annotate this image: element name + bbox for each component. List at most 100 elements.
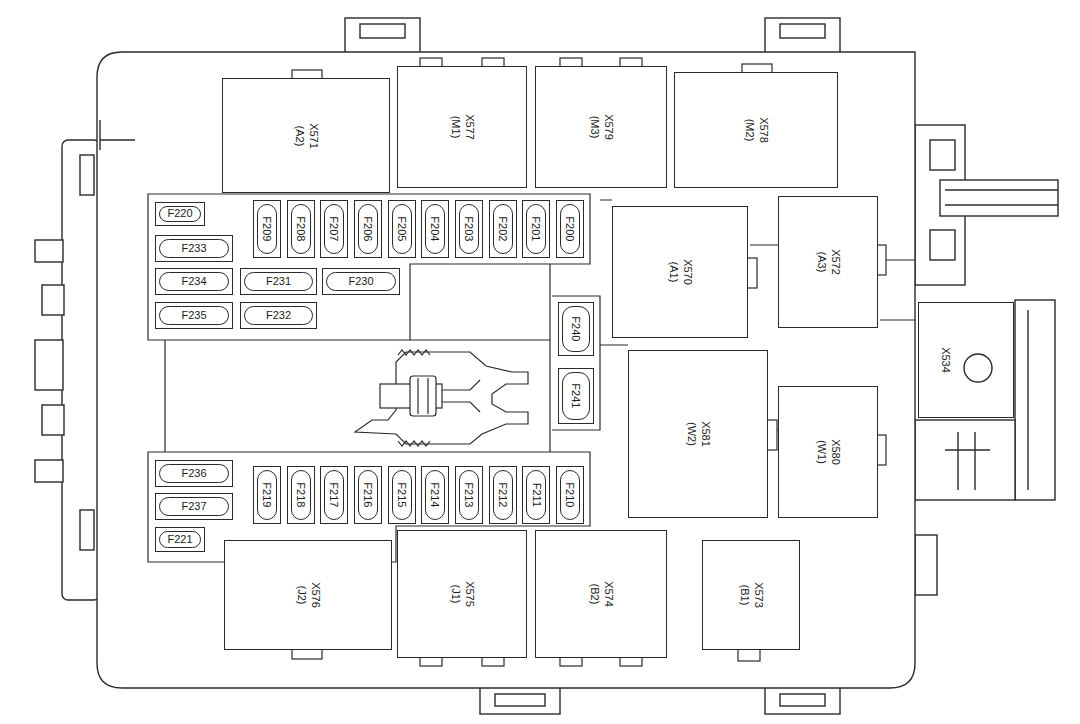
fuse-body: F231 bbox=[244, 272, 313, 291]
fuse-body: F241 bbox=[562, 372, 590, 420]
left-pin bbox=[35, 240, 63, 262]
fuse-body: F206 bbox=[358, 204, 378, 254]
connector-socket: X576 (J2) bbox=[224, 540, 392, 650]
right-connector-plug bbox=[940, 180, 1058, 216]
fuse-slot: F241 bbox=[558, 368, 594, 424]
fuse-slot: F232 bbox=[240, 302, 317, 329]
fuse-label: F211 bbox=[529, 483, 543, 507]
connector-socket: X571 (A2) bbox=[222, 78, 390, 193]
fuse-label: F232 bbox=[266, 309, 291, 323]
fuse-body: F230 bbox=[326, 272, 396, 291]
top-tab bbox=[765, 18, 840, 54]
fuse-slot: F205 bbox=[388, 200, 416, 258]
plug-line bbox=[945, 189, 1058, 190]
fuse-slot: F220 bbox=[155, 202, 205, 226]
connector-latch bbox=[877, 435, 886, 465]
connector-socket: X570 (A1) bbox=[612, 206, 748, 338]
fuse-label: F209 bbox=[260, 216, 274, 241]
connector-label: X581 (W2) bbox=[684, 415, 712, 453]
connector-socket: X574 (B2) bbox=[535, 530, 667, 658]
fuse-slot: F235 bbox=[155, 302, 233, 329]
fuse-body: F220 bbox=[159, 206, 201, 222]
fuse-slot: F207 bbox=[320, 200, 348, 258]
fuse-body: F236 bbox=[159, 464, 229, 483]
connector-socket: X578 (M2) bbox=[674, 72, 838, 188]
housing-body bbox=[97, 52, 915, 688]
left-pin bbox=[42, 405, 64, 435]
fuse-slot: F216 bbox=[354, 466, 382, 524]
fuse-body: F211 bbox=[526, 470, 546, 520]
fuse-slot: F211 bbox=[522, 466, 550, 524]
fuse-body: F219 bbox=[257, 470, 277, 520]
fuse-slot: F219 bbox=[253, 466, 281, 524]
fuse-label: F207 bbox=[327, 216, 341, 241]
fuse-slot: F231 bbox=[240, 268, 317, 295]
fuse-label: F206 bbox=[361, 216, 375, 241]
bottom-tab-slot bbox=[495, 694, 545, 706]
connector-socket: X572 (A3) bbox=[778, 196, 878, 328]
fuse-body: F216 bbox=[358, 470, 378, 520]
fuse-slot: F204 bbox=[421, 200, 449, 258]
fuse-body: F221 bbox=[159, 531, 201, 548]
fuse-label: F218 bbox=[294, 482, 308, 507]
fuse-slot: F210 bbox=[556, 466, 584, 524]
left-clip bbox=[80, 155, 94, 195]
fuse-slot: F213 bbox=[455, 466, 483, 524]
latch-line bbox=[427, 378, 428, 414]
connector-socket: X579 (M3) bbox=[535, 66, 667, 188]
stud-bolt bbox=[964, 354, 992, 382]
terminal-bar bbox=[1015, 300, 1055, 500]
connector-label: X580 (W1) bbox=[814, 433, 842, 471]
fuse-label: F221 bbox=[167, 533, 192, 547]
fuse-body: F209 bbox=[257, 204, 277, 254]
connector-socket: X580 (W1) bbox=[778, 386, 878, 518]
connector-latch bbox=[877, 245, 886, 275]
terminal-base bbox=[915, 420, 1015, 500]
fuse-body: F212 bbox=[493, 470, 513, 520]
fuse-body: F200 bbox=[560, 204, 580, 254]
fuse-body: F207 bbox=[324, 204, 344, 254]
fuse-label: F236 bbox=[181, 467, 206, 481]
fuse-label: F203 bbox=[462, 216, 476, 241]
fuse-label: F216 bbox=[361, 482, 375, 507]
connector-label: X574 (B2) bbox=[587, 575, 615, 613]
latch-arm bbox=[442, 380, 480, 412]
fuse-body: F204 bbox=[425, 204, 445, 254]
latch-illustration bbox=[355, 350, 528, 446]
top-tab-slot bbox=[360, 24, 405, 38]
fuse-label: F208 bbox=[294, 216, 308, 241]
mini-fuse-frame bbox=[552, 296, 600, 430]
connector-label: X570 (A1) bbox=[666, 253, 694, 291]
terminal-bar-line bbox=[1027, 310, 1028, 490]
fuse-label: F234 bbox=[181, 275, 206, 289]
fuse-label: F240 bbox=[569, 316, 583, 341]
fuse-label: F231 bbox=[266, 275, 291, 289]
fuse-label: F200 bbox=[563, 216, 577, 241]
fuse-label: F235 bbox=[181, 309, 206, 323]
fuse-body: F202 bbox=[493, 204, 513, 254]
fuse-body: F237 bbox=[159, 497, 229, 516]
terminal-base-line bbox=[974, 432, 975, 490]
fuse-slot: F237 bbox=[155, 493, 233, 520]
connector-latch bbox=[292, 649, 322, 659]
fuse-label: F233 bbox=[181, 242, 206, 256]
latch-line bbox=[417, 378, 418, 414]
fuse-body: F208 bbox=[291, 204, 311, 254]
connector-label: X571 (A2) bbox=[292, 117, 320, 155]
connector-latch bbox=[767, 420, 777, 450]
left-clip bbox=[80, 510, 94, 550]
fuse-body: F240 bbox=[562, 306, 590, 352]
fuse-slot: F236 bbox=[155, 460, 233, 487]
fuse-body: F234 bbox=[159, 272, 229, 291]
terminal-base-line bbox=[945, 449, 990, 450]
connector-latch bbox=[620, 657, 642, 666]
fuse-label: F237 bbox=[181, 500, 206, 514]
upper-fuse-frame bbox=[148, 194, 590, 340]
connector-label: X572 (A3) bbox=[814, 243, 842, 281]
connector-latch bbox=[738, 649, 760, 661]
terminal-base-line bbox=[957, 432, 958, 490]
fuse-label: F205 bbox=[395, 216, 409, 241]
left-rail bbox=[62, 140, 100, 600]
fuse-label: F210 bbox=[563, 482, 577, 507]
